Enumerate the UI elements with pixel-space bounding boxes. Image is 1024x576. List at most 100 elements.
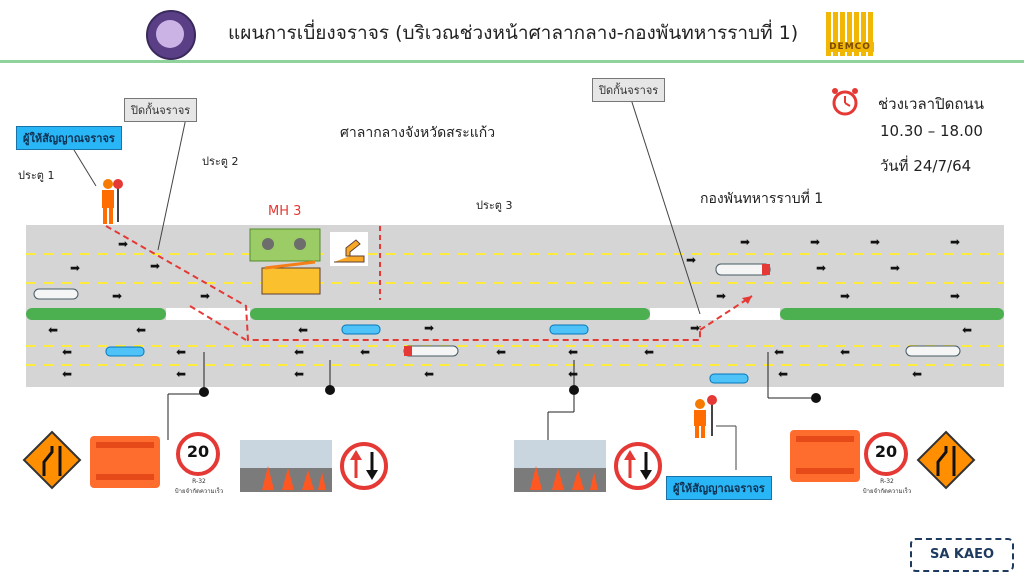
svg-text:⬅: ⬅ bbox=[424, 367, 434, 381]
closure-time-range: 10.30 – 18.00 bbox=[880, 122, 983, 140]
manhole-icon bbox=[262, 238, 274, 250]
svg-text:➡: ➡ bbox=[70, 261, 80, 275]
svg-text:➡: ➡ bbox=[950, 289, 960, 303]
vehicle-icon bbox=[709, 373, 749, 384]
manhole-work-zone bbox=[249, 228, 321, 262]
sa-kaeo-badge: SA KAEO bbox=[910, 538, 1014, 572]
svg-text:⬅: ⬅ bbox=[176, 345, 186, 359]
svg-text:⬅: ⬅ bbox=[360, 345, 370, 359]
two-way-priority-sign-icon bbox=[614, 442, 662, 490]
vehicle-icon bbox=[341, 324, 381, 335]
svg-text:➡: ➡ bbox=[424, 321, 434, 335]
vehicle-icon bbox=[403, 345, 459, 357]
svg-text:⬅: ⬅ bbox=[568, 345, 578, 359]
speed-limit-value-right: 20 bbox=[874, 442, 898, 461]
svg-text:⬅: ⬅ bbox=[778, 367, 788, 381]
marker-dot bbox=[199, 387, 209, 397]
marker-dot bbox=[811, 393, 821, 403]
svg-text:➡: ➡ bbox=[840, 289, 850, 303]
road-surface bbox=[26, 225, 1004, 387]
svg-text:⬅: ⬅ bbox=[496, 345, 506, 359]
page-title: แผนการเบี่ยงจราจร (บริเวณช่วงหน้าศาลากลา… bbox=[228, 22, 799, 44]
svg-text:⬅: ⬅ bbox=[48, 323, 58, 337]
svg-text:➡: ➡ bbox=[112, 289, 122, 303]
svg-text:➡: ➡ bbox=[118, 237, 128, 251]
svg-text:⬅: ⬅ bbox=[840, 345, 850, 359]
flagger-icon bbox=[102, 179, 123, 224]
traffic-arrows-eastbound: ➡➡➡ ➡➡ ➡➡➡ ➡➡➡ ➡➡➡ ➡➡➡ bbox=[70, 235, 960, 335]
vehicle-icon bbox=[105, 346, 145, 357]
arrow-head bbox=[742, 296, 752, 304]
closure-line bbox=[699, 295, 753, 331]
gate-2-label: ประตู 2 bbox=[202, 155, 239, 168]
svg-text:➡: ➡ bbox=[870, 235, 880, 249]
gate-3-label: ประตู 3 bbox=[476, 199, 513, 212]
alarm-clock-icon bbox=[832, 88, 858, 116]
two-way-priority-sign-icon bbox=[340, 442, 388, 490]
manhole-icon bbox=[294, 238, 306, 250]
svg-text:⬅: ⬅ bbox=[912, 367, 922, 381]
svg-text:➡: ➡ bbox=[950, 235, 960, 249]
callout-line bbox=[73, 149, 97, 187]
svg-text:➡: ➡ bbox=[816, 261, 826, 275]
svg-text:➡: ➡ bbox=[716, 289, 726, 303]
manhole-label: MH 3 bbox=[268, 204, 302, 219]
svg-text:➡: ➡ bbox=[740, 235, 750, 249]
marker-dot bbox=[325, 385, 335, 395]
flagger-icon bbox=[694, 395, 717, 438]
speed-sign-code-right: R-32 bbox=[880, 478, 894, 485]
svg-text:➡: ➡ bbox=[200, 289, 210, 303]
svg-text:⬅: ⬅ bbox=[294, 345, 304, 359]
vehicle-icon bbox=[905, 345, 961, 357]
seal-emblem bbox=[156, 20, 184, 48]
closure-line bbox=[189, 305, 247, 341]
closure-time-heading: ช่วงเวลาปิดถนน bbox=[878, 95, 984, 113]
vehicle-icon bbox=[33, 288, 79, 300]
crane-truck-icon bbox=[261, 267, 321, 295]
svg-text:➡: ➡ bbox=[150, 259, 160, 273]
closure-label-left: ปิดกั้นจราจร bbox=[124, 98, 198, 122]
speed-sign-caption-right: ป้ายจำกัดความเร็ว bbox=[862, 488, 912, 495]
median-gap bbox=[166, 308, 250, 320]
median-strip bbox=[780, 308, 1004, 320]
traffic-cones-photo bbox=[240, 440, 332, 492]
speed-limit-sign-icon bbox=[176, 432, 220, 476]
svg-text:⬅: ⬅ bbox=[62, 345, 72, 359]
closure-date: วันที่ 24/7/64 bbox=[880, 157, 972, 175]
median-gap bbox=[650, 308, 780, 320]
water-barrier-icon bbox=[90, 436, 160, 488]
vehicle-icon bbox=[715, 263, 771, 276]
traffic-cones-photo bbox=[514, 440, 606, 492]
city-hall-label: ศาลากลางจังหวัดสระแก้ว bbox=[340, 125, 496, 141]
water-barrier-icon bbox=[790, 430, 860, 482]
svg-text:⬅: ⬅ bbox=[298, 323, 308, 337]
lane-merge-sign-icon bbox=[22, 430, 82, 490]
median-strip bbox=[250, 308, 650, 320]
government-seal-icon bbox=[146, 10, 196, 60]
gate-1-label: ประตู 1 bbox=[18, 169, 55, 182]
demco-logo-text: DEMCO bbox=[826, 42, 874, 52]
speed-sign-caption-left: ป้ายจำกัดความเร็ว bbox=[174, 488, 224, 495]
svg-text:⬅: ⬅ bbox=[568, 367, 578, 381]
median-strip bbox=[26, 308, 166, 320]
header-divider bbox=[0, 60, 1024, 63]
svg-text:➡: ➡ bbox=[810, 235, 820, 249]
svg-text:⬅: ⬅ bbox=[774, 345, 784, 359]
svg-text:⬅: ⬅ bbox=[644, 345, 654, 359]
traffic-arrows-westbound: ⬅⬅⬅ ⬅⬅⬅ ⬅⬅⬅ ⬅⬅⬅ ⬅⬅⬅ ⬅⬅⬅ ⬅⬅ bbox=[48, 323, 972, 381]
callout-line bbox=[157, 117, 187, 251]
speed-limit-value-left: 20 bbox=[186, 442, 210, 461]
svg-text:➡: ➡ bbox=[890, 261, 900, 275]
flagger-label-left: ผู้ให้สัญญาณจราจร bbox=[16, 126, 122, 150]
svg-text:➡: ➡ bbox=[686, 253, 696, 267]
closure-label-right: ปิดกั้นจราจร bbox=[592, 78, 666, 102]
svg-text:⬅: ⬅ bbox=[62, 367, 72, 381]
svg-text:⬅: ⬅ bbox=[962, 323, 972, 337]
vehicle-icon bbox=[549, 324, 589, 335]
svg-text:⬅: ⬅ bbox=[136, 323, 146, 337]
battalion-label: กองพันทหารราบที่ 1 bbox=[700, 191, 824, 207]
closure-line bbox=[105, 225, 701, 341]
callout-line bbox=[629, 95, 701, 315]
speed-limit-sign-icon bbox=[864, 432, 908, 476]
